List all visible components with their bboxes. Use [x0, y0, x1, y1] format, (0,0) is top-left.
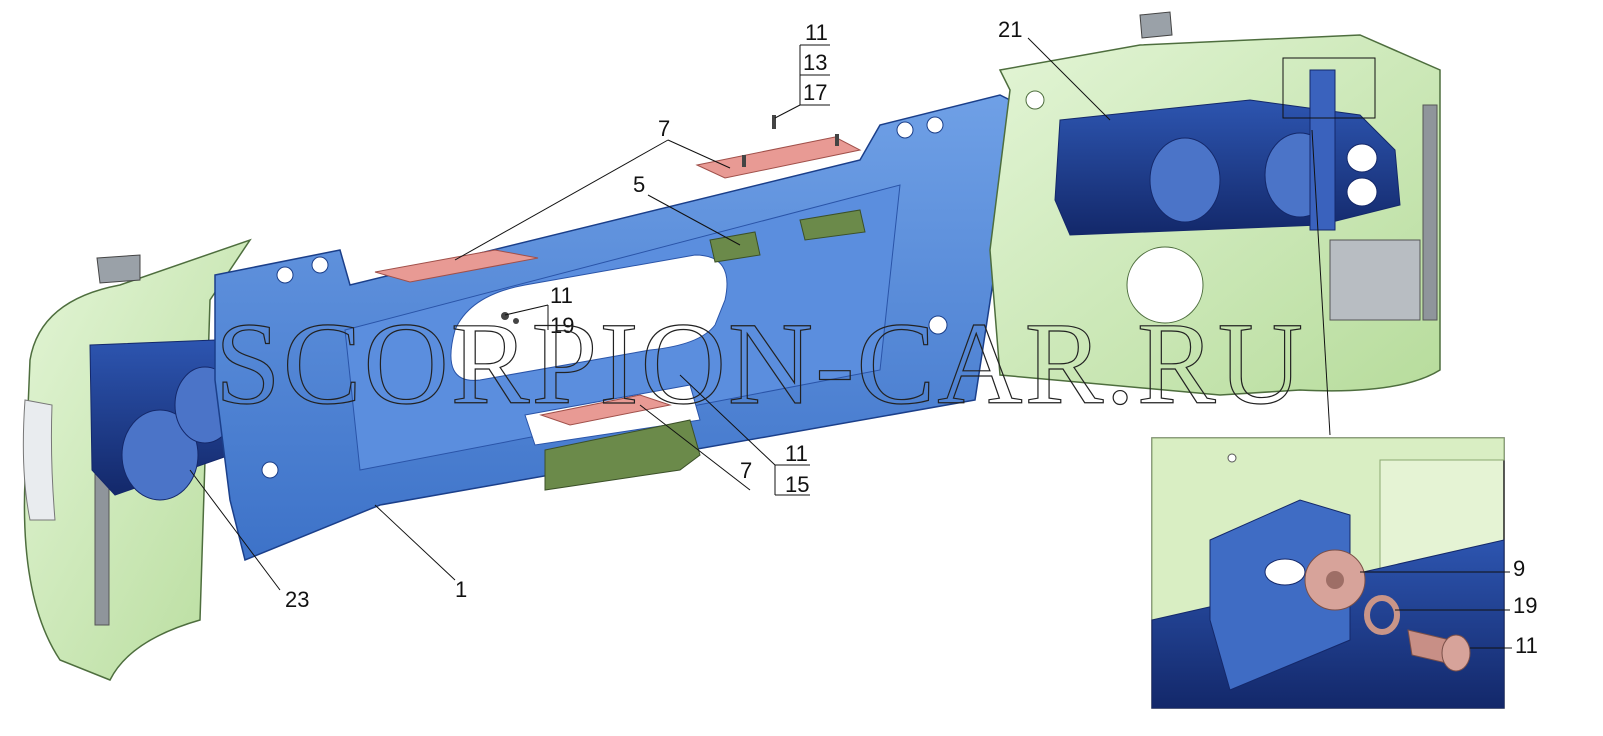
- upper-window: [450, 254, 728, 381]
- callout-labels: 11 13 17 7 5 11 19 21 11 15 7 1 23 9 19 …: [285, 17, 1538, 658]
- callout-9: 9: [1513, 556, 1525, 581]
- right-top-bracket: [1139, 11, 1173, 39]
- callout-11-top: 11: [805, 20, 828, 45]
- callout-11-inset: 11: [1515, 633, 1538, 658]
- callout-19-inset: 19: [1513, 593, 1537, 618]
- right-headlamp: [1054, 69, 1401, 236]
- callout-1: 1: [455, 577, 467, 602]
- callout-7-top: 7: [658, 116, 670, 141]
- inset-bracket: [1209, 499, 1351, 691]
- bolts: [501, 115, 839, 324]
- pad-lower: [539, 394, 672, 426]
- callout-7-lower: 7: [740, 458, 752, 483]
- callout-11-mid: 11: [550, 283, 573, 308]
- detail-inset: [1151, 437, 1505, 709]
- red-pads: [374, 136, 862, 426]
- callout-15: 15: [785, 472, 809, 497]
- watermark: SCORPION-CAR.RU: [215, 298, 1305, 429]
- left-top-bracket: [96, 254, 141, 284]
- callout-11-lower: 11: [785, 441, 808, 466]
- callout-23: 23: [285, 587, 309, 612]
- mounting-brackets: [709, 209, 866, 263]
- left-headlamp: [89, 339, 236, 501]
- main-bumper-beam: [214, 94, 1021, 562]
- callout-13: 13: [803, 50, 827, 75]
- pad-top: [695, 136, 862, 179]
- callout-19-mid: 19: [550, 313, 574, 338]
- callout-17: 17: [803, 80, 827, 105]
- right-mount-plate: [1329, 239, 1421, 321]
- right-mount-strip: [1422, 104, 1438, 321]
- spring-washer-19: [1364, 595, 1400, 635]
- callout-5: 5: [633, 172, 645, 197]
- callout-21: 21: [998, 17, 1022, 42]
- pad-left: [374, 249, 539, 283]
- leader-lines: [189, 37, 1512, 649]
